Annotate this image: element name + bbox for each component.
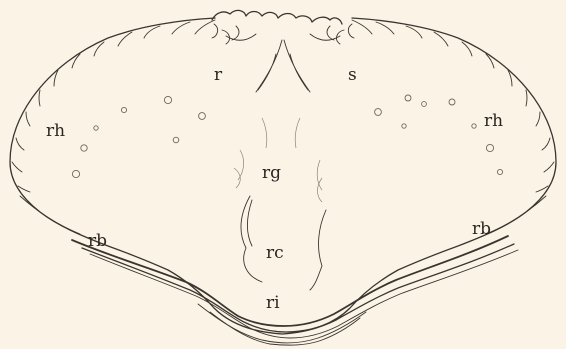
label-rb-right: rb xyxy=(472,219,491,239)
frontal-groove xyxy=(256,40,310,92)
lateral-lines xyxy=(20,196,546,234)
label-rh-left: rh xyxy=(46,121,65,141)
label-rg: rg xyxy=(262,163,281,183)
carapace-outline xyxy=(10,18,556,334)
label-rh-right: rh xyxy=(484,111,503,131)
label-rb-left: rb xyxy=(88,231,107,251)
label-s: s xyxy=(348,65,357,85)
left-margin-scallops xyxy=(12,20,215,192)
central-markings xyxy=(234,118,322,202)
posterior-bands xyxy=(72,236,518,345)
frontal-rim xyxy=(212,10,354,44)
label-ri: ri xyxy=(266,293,280,313)
label-r: r xyxy=(214,65,223,85)
right-margin-scallops xyxy=(352,20,554,192)
label-rc: rc xyxy=(266,243,284,263)
branchial-pits xyxy=(72,95,502,178)
